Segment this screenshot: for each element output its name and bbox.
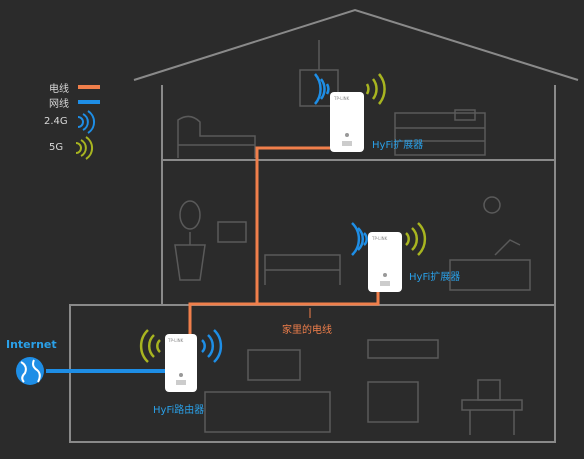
router-label: HyFi路由器 <box>153 405 205 416</box>
extender-top-label: HyFi扩展器 <box>372 140 424 151</box>
extender-mid-label: HyFi扩展器 <box>409 272 461 283</box>
wifi-olive-icon-extender-top <box>365 73 386 105</box>
wifi-blue-icon-extender-mid <box>351 222 368 256</box>
legend-wifi-olive-icon <box>75 136 93 160</box>
router-brand: TP-LINK <box>168 338 184 343</box>
legend-24g-label: 2.4G <box>44 116 68 127</box>
globe-icon <box>16 357 44 385</box>
wifi-blue-icon-extender-top <box>314 73 330 105</box>
wifi-olive-icon-router <box>139 329 161 363</box>
legend-5g-label: 5G <box>49 142 64 153</box>
extender-mid-device <box>368 232 402 292</box>
house-wiring-label: 家里的电线 <box>282 325 332 336</box>
legend-wifi-blue-icon <box>77 110 95 134</box>
internet-label: Internet <box>6 338 57 351</box>
power-line-wiring <box>188 146 380 336</box>
extender-top-brand: TP-LINK <box>334 96 350 101</box>
extender-mid-brand: TP-LINK <box>372 236 388 241</box>
legend-network-label: 网线 <box>49 99 69 110</box>
wifi-blue-icon-router <box>201 329 223 363</box>
furniture-decor <box>174 40 531 435</box>
wifi-olive-icon-extender-mid <box>405 222 427 256</box>
house-outline <box>69 8 579 443</box>
legend-power-label: 电线 <box>49 84 69 95</box>
extender-top-device <box>330 92 364 152</box>
router-device <box>165 334 197 392</box>
